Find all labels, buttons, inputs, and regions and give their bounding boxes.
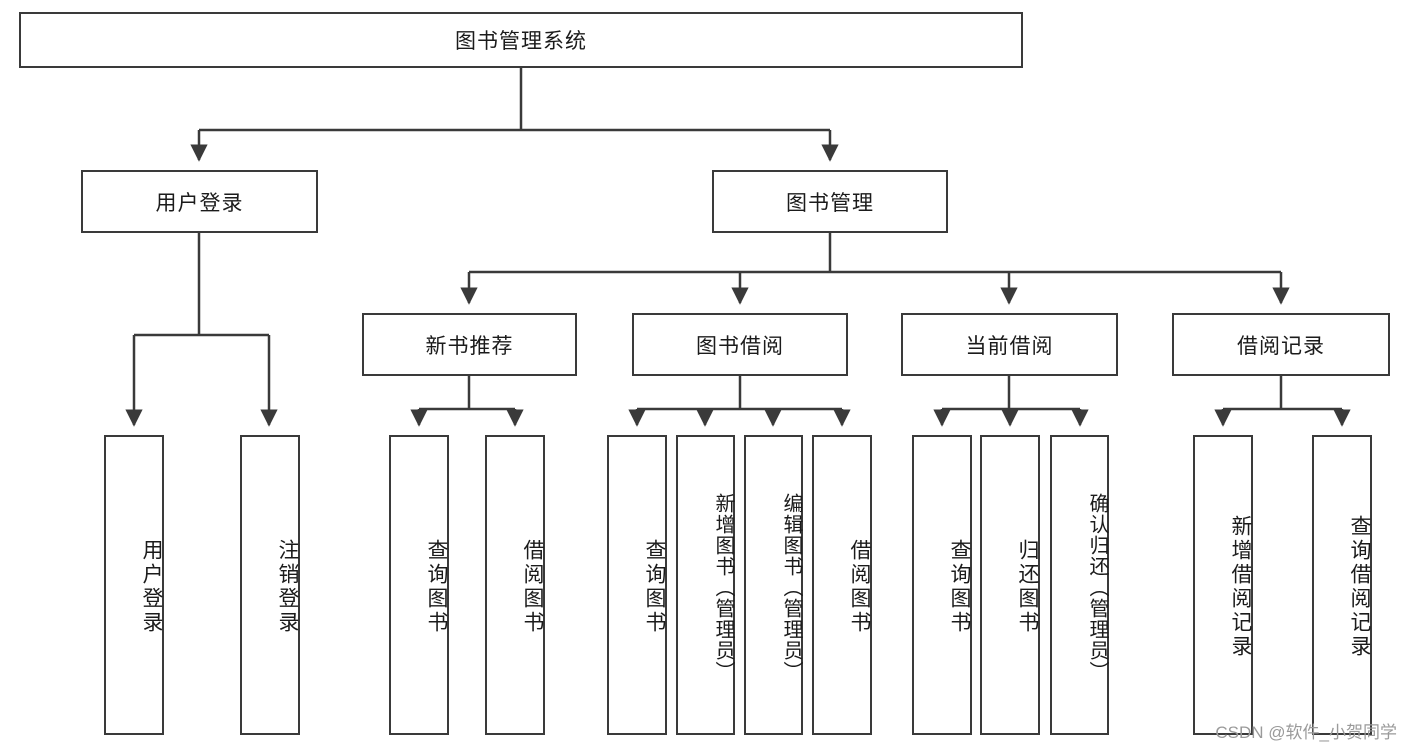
leaf-borrow-book-borrow[interactable]: 借阅图书 (812, 435, 872, 735)
leaf-query-book-current[interactable]: 查询图书 (912, 435, 972, 735)
leaf-add-book-admin[interactable]: 新增图书（管理员） (676, 435, 735, 735)
node-book-manage[interactable]: 图书管理 (712, 170, 948, 233)
node-current-borrow[interactable]: 当前借阅 (901, 313, 1118, 376)
node-borrow-record[interactable]: 借阅记录 (1172, 313, 1390, 376)
node-new-book-recommend[interactable]: 新书推荐 (362, 313, 577, 376)
watermark-text: CSDN @软件_小贺同学 (1215, 723, 1397, 742)
leaf-return-book[interactable]: 归还图书 (980, 435, 1040, 735)
leaf-edit-book-admin[interactable]: 编辑图书（管理员） (744, 435, 803, 735)
leaf-add-borrow-record[interactable]: 新增借阅记录 (1193, 435, 1253, 735)
leaf-logout[interactable]: 注销登录 (240, 435, 300, 735)
leaf-query-book-borrow[interactable]: 查询图书 (607, 435, 667, 735)
leaf-confirm-return-admin[interactable]: 确认归还（管理员） (1050, 435, 1109, 735)
leaf-query-borrow-record[interactable]: 查询借阅记录 (1312, 435, 1372, 735)
node-root[interactable]: 图书管理系统 (19, 12, 1023, 68)
node-user-login[interactable]: 用户登录 (81, 170, 318, 233)
leaf-user-login[interactable]: 用户登录 (104, 435, 164, 735)
node-book-borrow[interactable]: 图书借阅 (632, 313, 848, 376)
leaf-borrow-book-recommend[interactable]: 借阅图书 (485, 435, 545, 735)
leaf-query-book-recommend[interactable]: 查询图书 (389, 435, 449, 735)
